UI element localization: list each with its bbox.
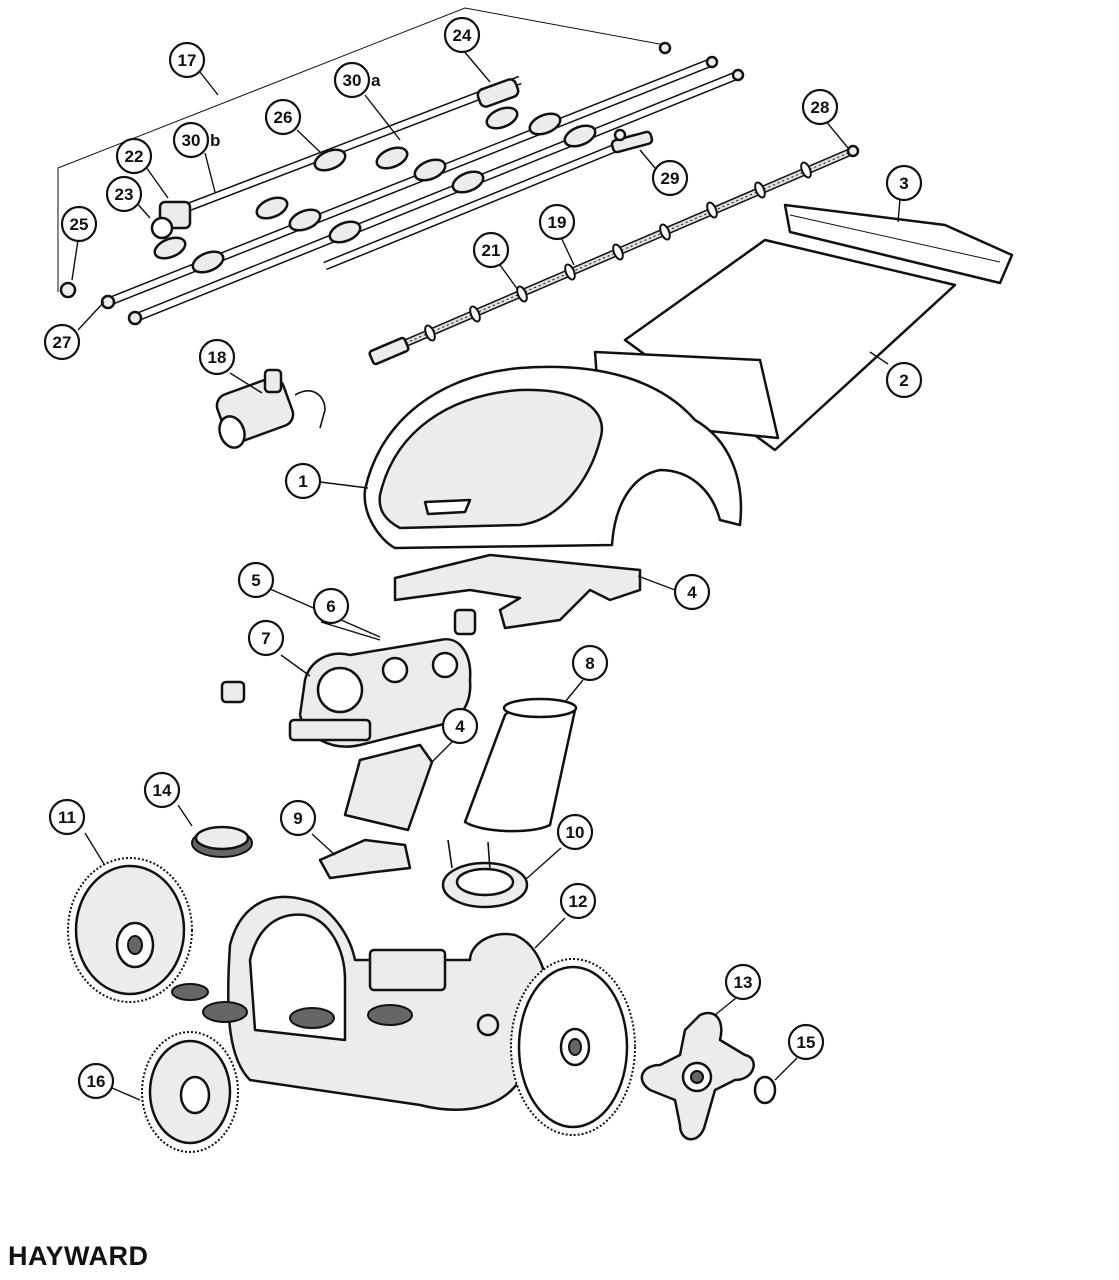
callout-label: 2 [899,371,908,390]
callout-24: 27 [43,323,81,361]
callout-25: 28 [801,88,839,126]
callout-label: 8 [585,654,594,673]
swivel-fitting-29 [215,368,326,449]
gasket-lower [343,743,434,832]
callout-label: 7 [261,629,270,648]
callout-label: 26 [274,108,293,127]
brand-logo: HAYWARD [8,1241,149,1271]
callout-7: 7 [247,619,285,657]
callout-label: 15 [797,1033,816,1052]
gear-15 [191,825,253,858]
callout-14: 15 [787,1023,825,1061]
callout-5: 5 [237,561,275,599]
callout-label: 3 [899,174,908,193]
callout-30b: 30 b [172,121,220,159]
callout-23: 26 [264,98,302,136]
callout-16: 16 [77,1062,115,1100]
callout-label: 28 [811,98,830,117]
chassis [171,895,548,1111]
callout-label: 27 [53,333,72,352]
callout-label: 11 [58,808,76,827]
callout-label: 22 [125,147,144,166]
callout-28: 29 [651,159,689,197]
callout-label: 18 [208,348,227,367]
gasket-upper [393,553,642,630]
callout-label: 1 [298,472,307,491]
callout-label: 29 [661,169,680,188]
callout-11: 12 [559,882,597,920]
wheel-front-left [141,1031,239,1153]
callout-9: 10 [556,813,594,851]
callout-suffix: a [371,71,381,90]
callout-label: 23 [115,185,134,204]
turbine-gearbox [220,608,477,748]
callout-26: 19 [538,203,576,241]
top-cover-body [363,365,743,550]
callout-1: 1 [284,462,322,500]
callout-4-lower: 4 [441,707,479,745]
elbow-10 [318,838,412,880]
callout-15: 14 [143,771,181,809]
callout-label: 5 [251,571,260,590]
callout-21: 24 [443,16,481,54]
throat-tube [463,697,578,833]
callout-suffix: b [210,131,220,150]
callout-6: 6 [312,587,350,625]
leader-lines [71,49,901,1101]
callout-18: 22 [115,137,153,175]
callout-4-upper: 4 [673,573,711,611]
wheel-rear-left [67,857,193,1003]
chassis-gears [171,983,413,1029]
callout-label: 12 [569,892,588,911]
callout-label: 4 [455,717,465,736]
callout-17: 17 [168,41,206,79]
callout-label: 30 [182,131,201,150]
callout-27: 21 [472,231,510,269]
callout-10: 9 [279,799,317,837]
callout-label: 17 [178,51,197,70]
sweep-hose-assembly [57,7,745,326]
callout-29: 18 [198,338,236,376]
callout-label: 9 [293,809,302,828]
callout-label: 16 [87,1072,106,1091]
callout-label: 30 [343,71,362,90]
callout-label: 14 [153,781,172,800]
callout-label: 13 [734,973,753,992]
callout-30a: 30 a [333,61,381,99]
callout-3: 3 [885,164,923,202]
callout-label: 10 [566,823,585,842]
hub-cap [640,1011,755,1141]
callout-12: 11 [48,798,86,836]
wheel-right [510,958,636,1136]
callout-label: 19 [548,213,567,232]
callout-13: 13 [724,963,762,1001]
callout-label: 21 [482,241,501,260]
retaining-ring [753,1075,777,1105]
sweep-hose-26 [368,128,860,366]
callout-22: 25 [60,205,98,243]
callout-2: 2 [885,361,923,399]
throat-9 [441,839,529,909]
callout-label: 24 [453,26,472,45]
callout-label: 25 [70,215,89,234]
callout-8: 8 [571,644,609,682]
callout-label: 4 [687,583,697,602]
callout-19: 23 [105,175,143,213]
callout-label: 6 [326,597,335,616]
